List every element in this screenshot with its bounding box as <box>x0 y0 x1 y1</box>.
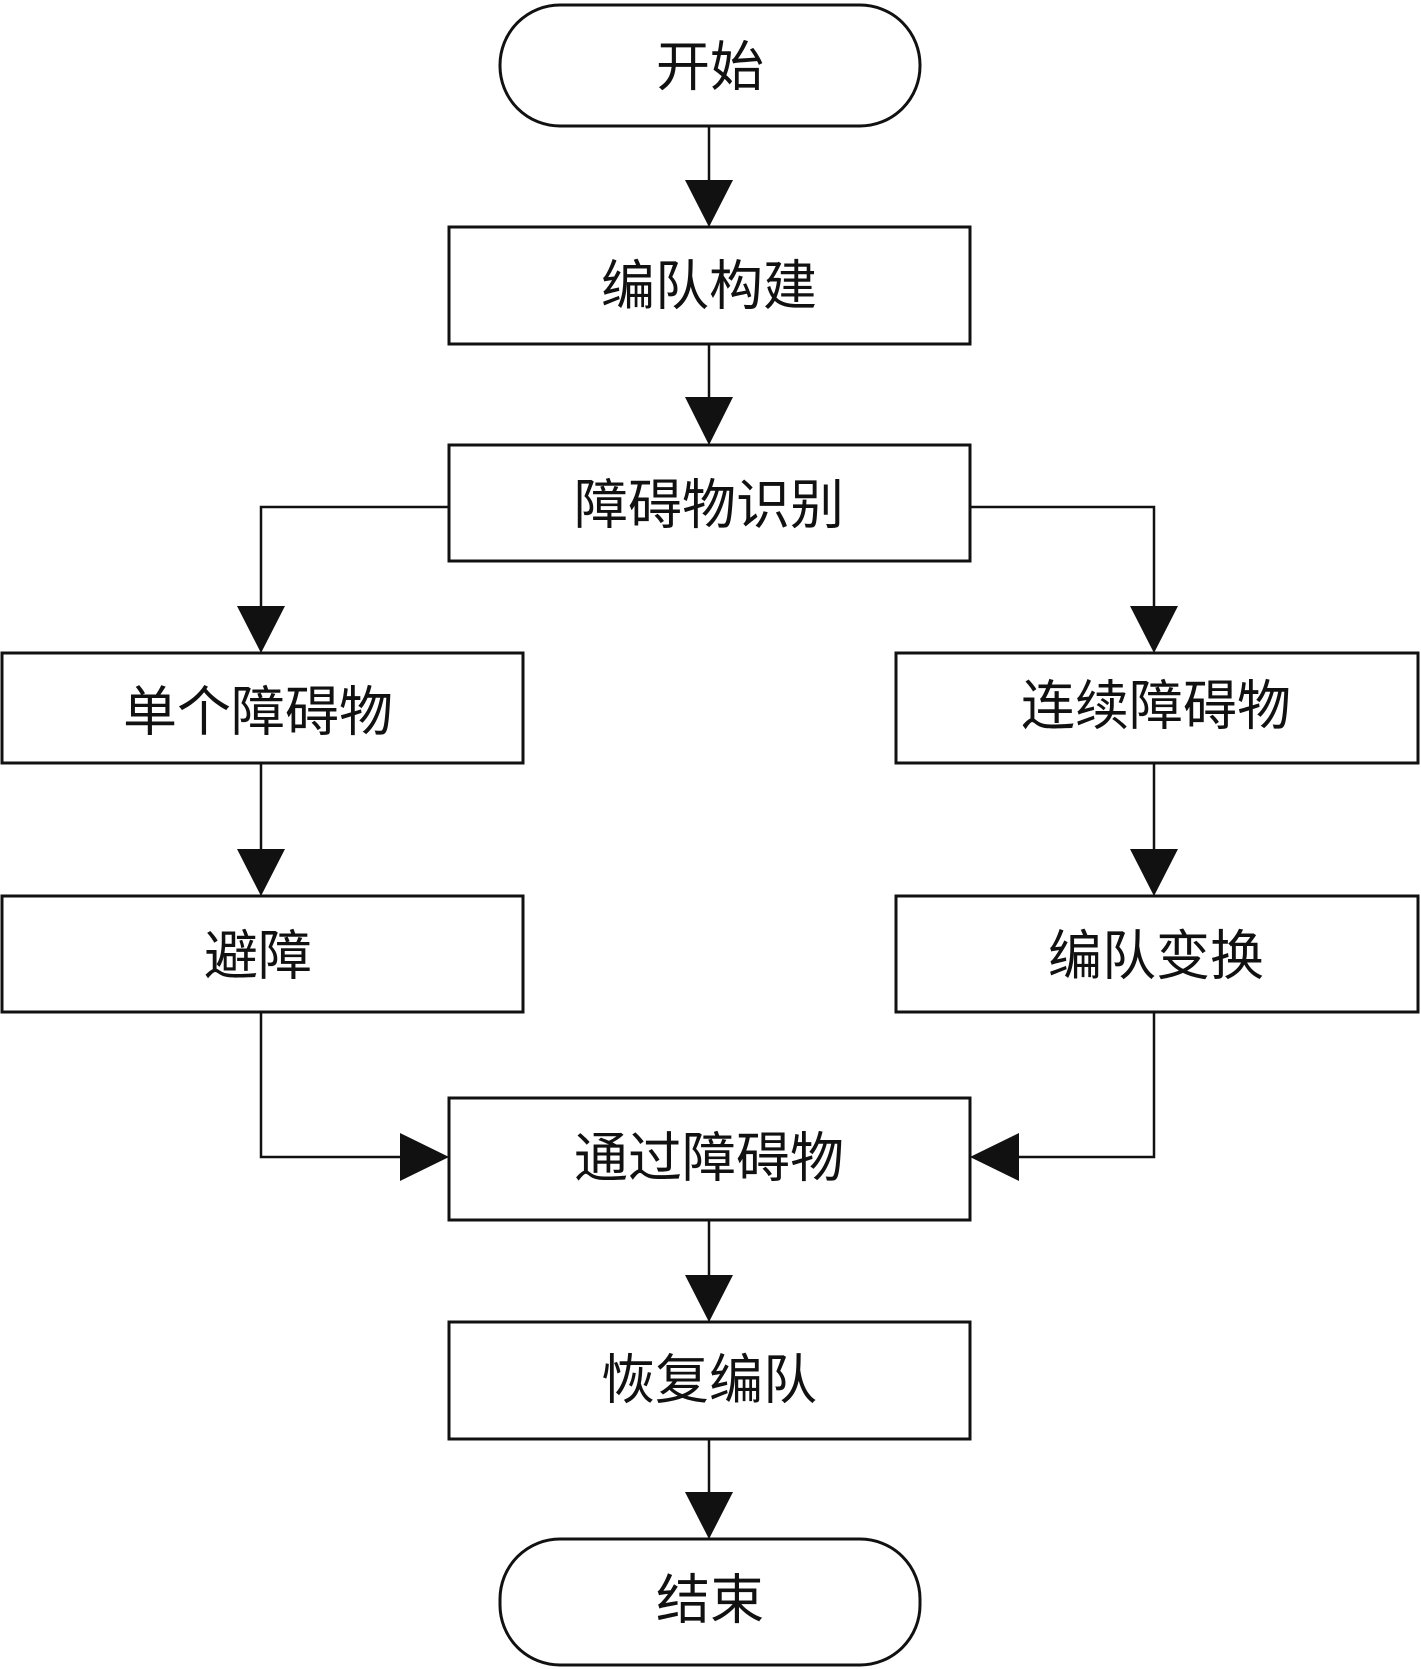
node-start-label: 开始 <box>656 36 764 99</box>
process-shape <box>0 651 525 765</box>
process-shape <box>0 894 525 1014</box>
node-restore-label: 恢复编队 <box>601 1349 817 1412</box>
node-build: 编队构建 <box>447 225 972 346</box>
arrow-head-icon <box>1130 606 1178 653</box>
edge-identify-continuous <box>970 505 1156 615</box>
process-shape <box>447 1320 972 1441</box>
node-pass-label: 通过障碍物 <box>574 1127 844 1190</box>
edges <box>237 126 1178 1539</box>
edge-identify-single <box>259 505 449 615</box>
node-restore: 恢复编队 <box>447 1320 972 1441</box>
process-shape <box>447 443 972 563</box>
node-identify-label: 障碍物识别 <box>574 474 844 537</box>
node-avoid-label: 避障 <box>204 925 312 988</box>
arrow-head-icon <box>237 606 285 653</box>
arrow-head-icon <box>685 397 733 445</box>
arrow-head-icon <box>1130 849 1178 896</box>
terminal-shape <box>498 3 922 128</box>
node-start: 开始 <box>498 3 922 128</box>
terminal-shape <box>498 1537 922 1667</box>
node-continuous: 连续障碍物 <box>894 651 1420 765</box>
node-end-label: 结束 <box>656 1569 764 1632</box>
node-end: 结束 <box>498 1537 922 1667</box>
node-identify: 障碍物识别 <box>447 443 972 563</box>
node-single: 单个障碍物 <box>0 651 525 765</box>
arrow-head-icon <box>685 180 733 227</box>
node-transform-label: 编队变换 <box>1048 925 1264 988</box>
arrow-head-icon <box>237 849 285 896</box>
arrow-head-icon <box>400 1133 449 1181</box>
node-avoid: 避障 <box>0 894 525 1014</box>
arrow-head-icon <box>685 1275 733 1322</box>
edge-avoid-pass <box>259 1012 410 1159</box>
node-single-label: 单个障碍物 <box>123 681 393 744</box>
process-shape <box>447 225 972 346</box>
arrow-head-icon <box>685 1492 733 1539</box>
arrow-head-icon <box>970 1133 1019 1181</box>
node-continuous-label: 连续障碍物 <box>1021 675 1291 738</box>
process-shape <box>894 894 1420 1014</box>
process-shape <box>894 651 1420 765</box>
node-pass: 通过障碍物 <box>447 1096 972 1222</box>
node-build-label: 编队构建 <box>601 255 817 318</box>
process-shape <box>447 1096 972 1222</box>
edge-transform-pass <box>1010 1012 1156 1159</box>
node-transform: 编队变换 <box>894 894 1420 1014</box>
